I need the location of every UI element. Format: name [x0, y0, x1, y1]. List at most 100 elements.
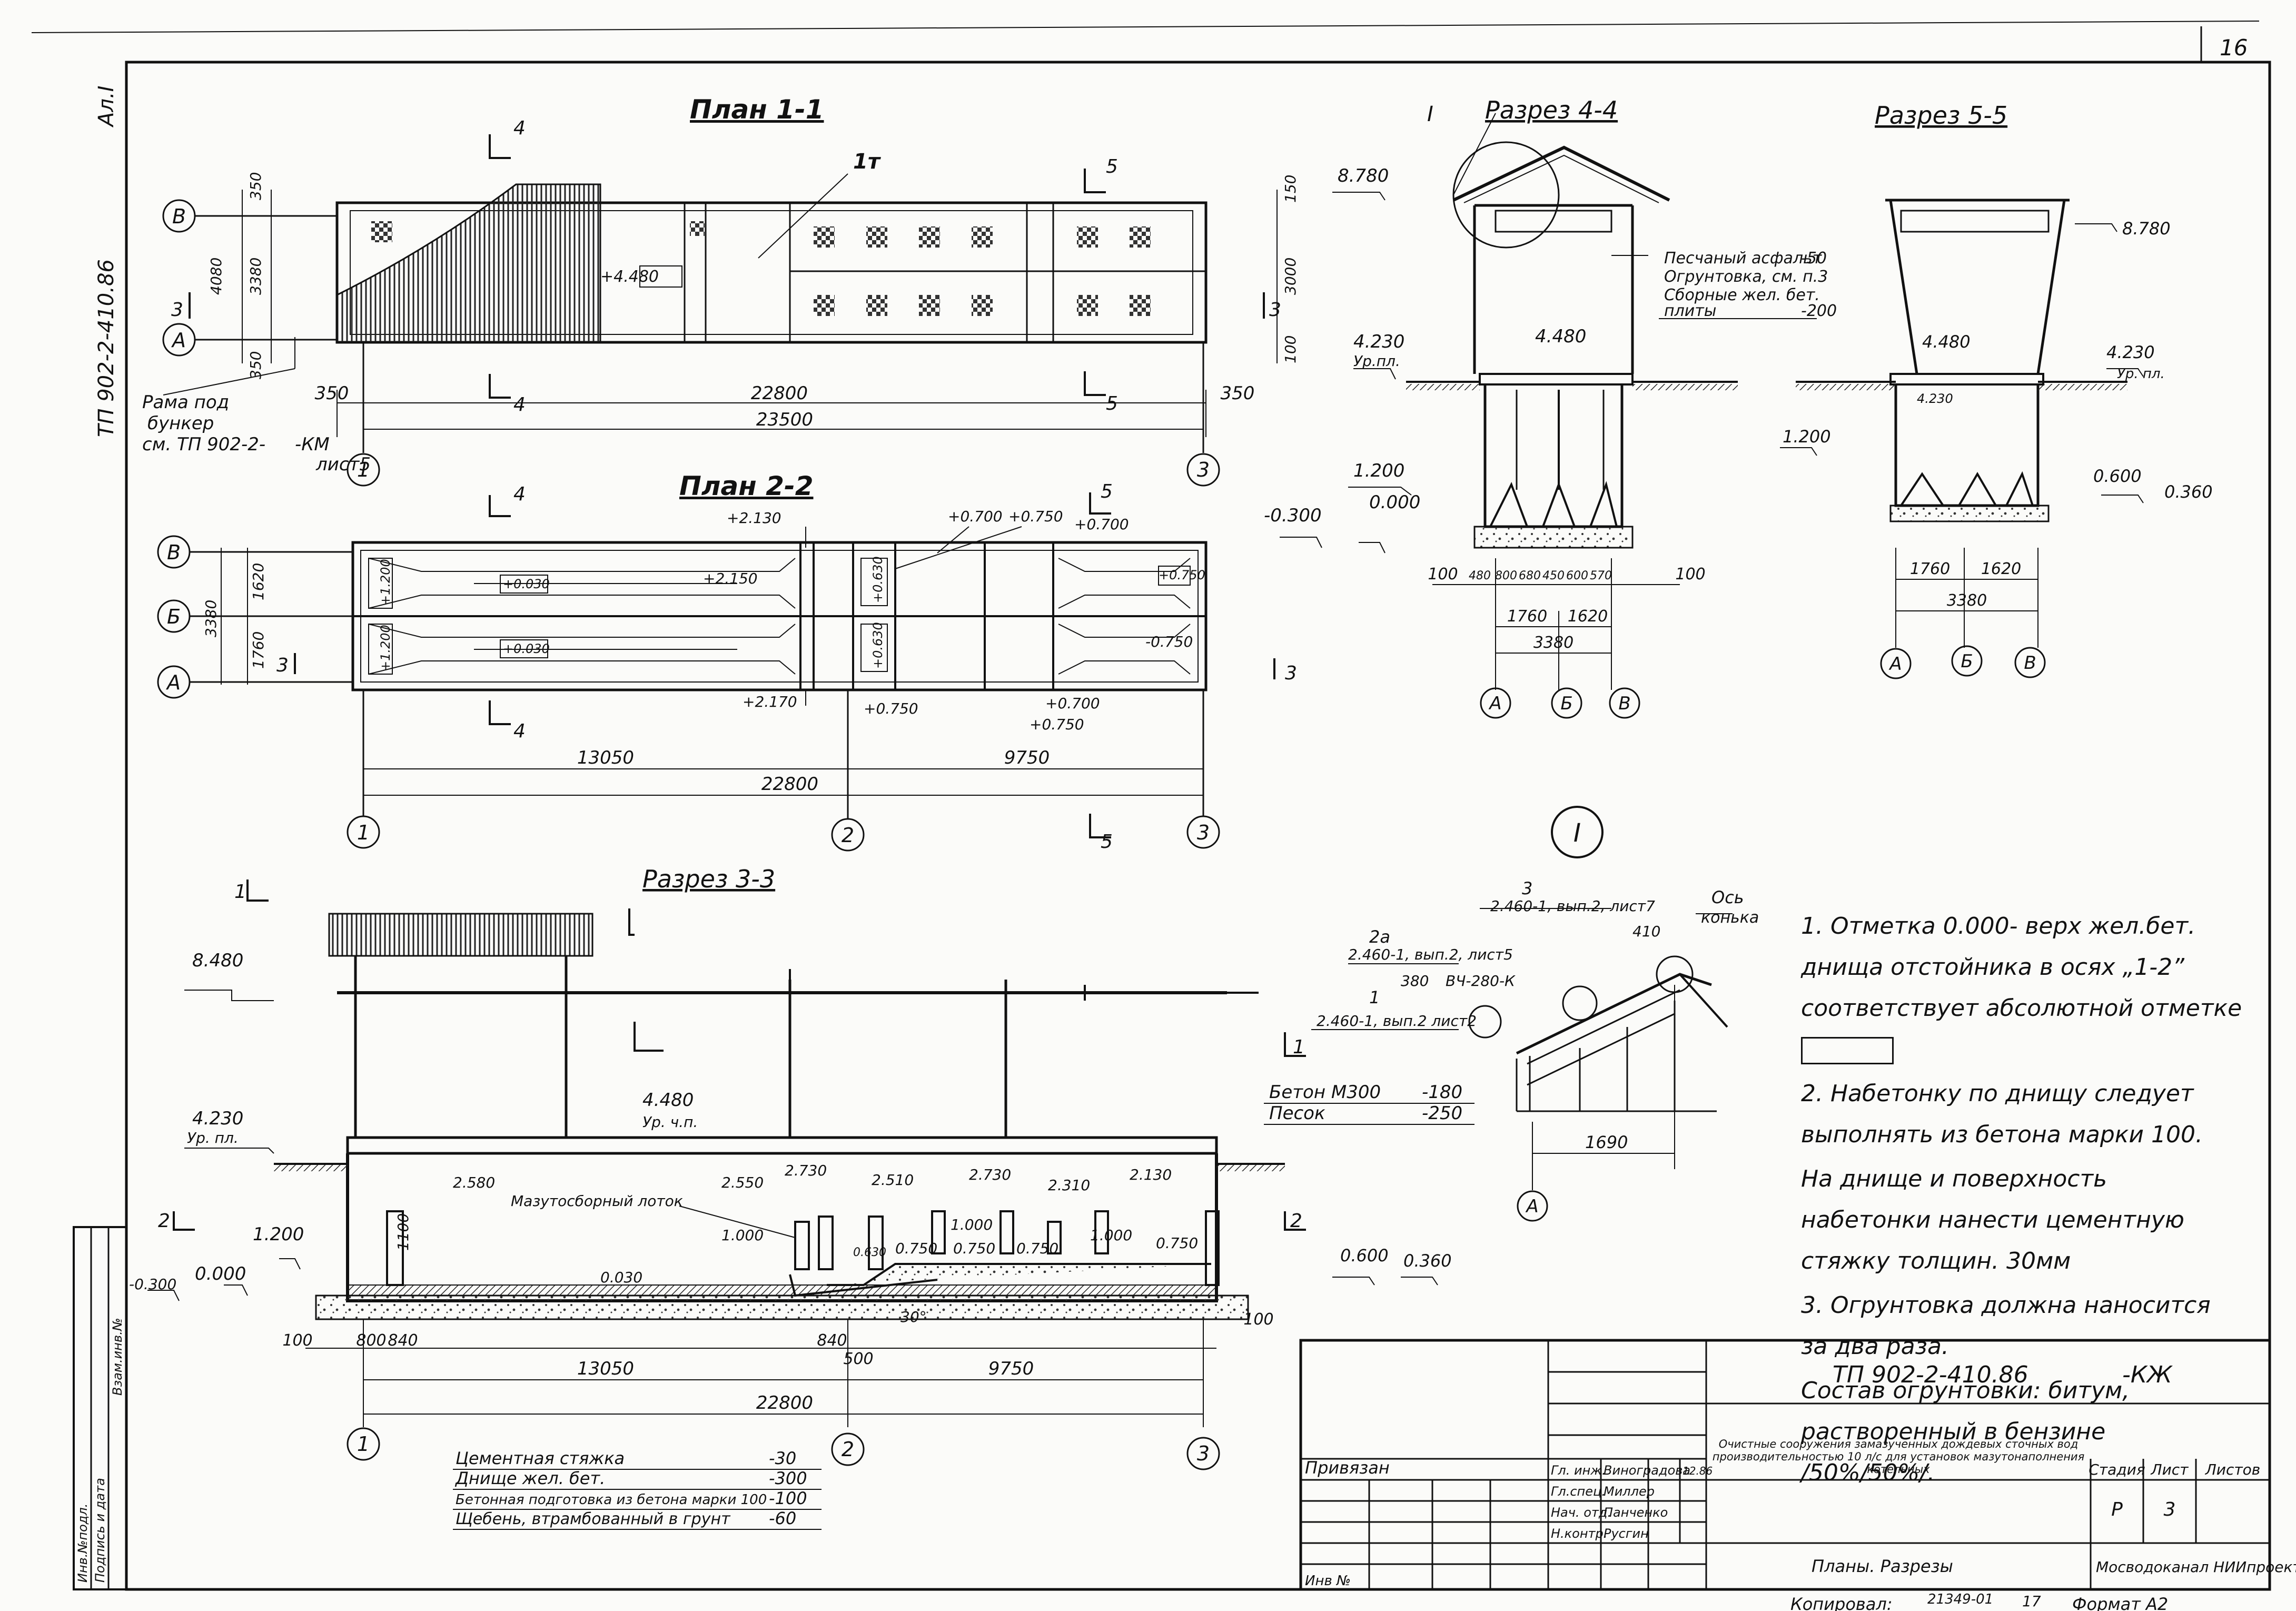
sec33-title: Разрез 3-3 — [642, 865, 775, 893]
svg-text:-50: -50 — [1801, 249, 1827, 268]
svg-text:350: 350 — [315, 383, 349, 404]
svg-text:2.460-1, вып.2, лист5: 2.460-1, вып.2, лист5 — [1348, 946, 1513, 963]
sheet-number: 16 — [2220, 35, 2248, 61]
svg-text:680: 680 — [1519, 569, 1541, 582]
title-description: Очистные сооружения замазученных дождевы… — [1712, 1438, 2085, 1476]
svg-text:Копировал:: Копировал: — [1790, 1594, 1893, 1611]
svg-text:-200: -200 — [1801, 302, 1837, 320]
note-3b: Состав огрунтовки: битум, растворенный в… — [1801, 1377, 2130, 1486]
svg-text:450: 450 — [1542, 569, 1565, 582]
svg-text:800: 800 — [1495, 569, 1517, 582]
svg-text:Подпись и дата: Подпись и дата — [93, 1478, 107, 1583]
svg-text:3: 3 — [2164, 1499, 2176, 1520]
svg-text:12.86: 12.86 — [1683, 1465, 1713, 1477]
svg-text:0.630: 0.630 — [853, 1246, 886, 1259]
svg-text:Миллер: Миллер — [1604, 1484, 1655, 1499]
svg-text:2: 2 — [158, 1210, 170, 1232]
svg-text:3380: 3380 — [1533, 634, 1573, 652]
svg-text:2а: 2а — [1369, 927, 1390, 947]
svg-text:840: 840 — [388, 1331, 418, 1350]
plan1-tag: 1т — [853, 150, 882, 174]
section-5-5: Разрез 5-5 8.780 4.230 Ур. пл. 4.480 4.2… — [1780, 101, 2213, 679]
svg-text:+0.750: +0.750 — [1159, 568, 1205, 582]
svg-text:21349-01: 21349-01 — [1927, 1592, 1993, 1607]
svg-text:В: В — [172, 205, 186, 228]
svg-text:Огрунтовка, см. п.3: Огрунтовка, см. п.3 — [1664, 268, 1828, 286]
svg-text:Инв.№подл.: Инв.№подл. — [75, 1504, 90, 1583]
svg-text:1620: 1620 — [1568, 607, 1608, 626]
plan2-title: План 2-2 — [679, 471, 814, 501]
floor-layer-name: Днище жел. бет. — [454, 1468, 605, 1488]
note-2: 2. Набетонку по днищу следует выполнять … — [1801, 1080, 2203, 1148]
svg-text:+2.130: +2.130 — [727, 509, 781, 527]
svg-text:Мазутосборный лоток: Мазутосборный лоток — [511, 1192, 683, 1210]
svg-text:+0.030: +0.030 — [503, 641, 550, 656]
svg-text:4.230: 4.230 — [1917, 391, 1953, 406]
svg-text:0.360: 0.360 — [2164, 482, 2213, 502]
svg-text:3: 3 — [1197, 458, 1210, 481]
svg-text:1: 1 — [234, 881, 246, 903]
svg-text:600: 600 — [1566, 569, 1588, 582]
svg-text:1620: 1620 — [250, 563, 267, 600]
svg-text:0.600: 0.600 — [1340, 1246, 1389, 1266]
svg-text:3000: 3000 — [1282, 258, 1299, 295]
svg-text:0.360: 0.360 — [1403, 1251, 1452, 1271]
svg-text:500: 500 — [843, 1350, 873, 1368]
sec44-title: Разрез 4-4 — [1485, 96, 1618, 124]
svg-text:Панченко: Панченко — [1604, 1505, 1668, 1520]
svg-text:конька: конька — [1701, 908, 1759, 927]
svg-text:+0.630: +0.630 — [870, 556, 885, 603]
svg-text:3: 3 — [276, 655, 289, 676]
svg-text:1: 1 — [357, 1432, 370, 1456]
svg-text:+0.700: +0.700 — [1045, 695, 1100, 712]
svg-text:4: 4 — [513, 394, 526, 416]
general-notes: 1. Отметка 0.000- верх жел.бет. днища от… — [1801, 906, 2243, 1497]
svg-text:-250: -250 — [1422, 1103, 1462, 1124]
svg-text:2.510: 2.510 — [872, 1171, 914, 1189]
svg-text:1.000: 1.000 — [951, 1216, 993, 1233]
svg-text:4.230: 4.230 — [1353, 331, 1404, 352]
svg-text:1.000: 1.000 — [721, 1227, 764, 1244]
margin-stamps: Инв.№подл. Подпись и дата Взам.инв.№ — [75, 1318, 125, 1583]
svg-text:150: 150 — [1282, 175, 1299, 203]
svg-text:лист5: лист5 — [315, 454, 371, 475]
copy-line: Копировал: 21349-01 17 Формат А2 — [1790, 1592, 2168, 1611]
svg-text:А: А — [1888, 654, 1902, 675]
svg-text:1: 1 — [1369, 987, 1380, 1007]
svg-text:-0.300: -0.300 — [1264, 505, 1322, 526]
svg-text:Б: Б — [167, 605, 181, 628]
plan1-level: +4.480 — [600, 268, 659, 286]
svg-text:1760: 1760 — [1507, 607, 1547, 626]
svg-text:Взам.инв.№: Взам.инв.№ — [110, 1318, 125, 1396]
node-ref: I — [1427, 102, 1433, 126]
svg-text:1.200: 1.200 — [1783, 427, 1831, 447]
svg-text:+0.700: +0.700 — [1074, 516, 1129, 533]
svg-text:Русгин: Русгин — [1604, 1526, 1649, 1541]
svg-text:0.750: 0.750 — [953, 1240, 995, 1257]
svg-text:Формат А2: Формат А2 — [2072, 1594, 2168, 1611]
title-block: ТП 902-2-410.86 -КЖ Привязан Инв № Гл. и… — [1299, 1339, 2296, 1591]
svg-text:2: 2 — [842, 1438, 854, 1461]
svg-text:Н.контр.: Н.контр. — [1551, 1526, 1607, 1541]
svg-text:3: 3 — [171, 299, 183, 321]
svg-text:13050: 13050 — [577, 1358, 634, 1379]
svg-text:0.030: 0.030 — [600, 1269, 642, 1286]
svg-text:5: 5 — [1106, 156, 1118, 177]
svg-text:Сборные жел. бет.: Сборные жел. бет. — [1664, 286, 1820, 304]
svg-text:Листов: Листов — [2205, 1461, 2261, 1478]
svg-text:4: 4 — [513, 720, 526, 742]
svg-text:-300: -300 — [769, 1468, 807, 1488]
svg-text:А: А — [165, 671, 181, 694]
plan-2-2: План 2-2 +1.200 +1.200 +0.030 +0.030 +0.… — [157, 471, 1297, 853]
svg-text:-180: -180 — [1422, 1082, 1462, 1103]
svg-text:1.200: 1.200 — [253, 1224, 304, 1245]
svg-text:-30: -30 — [769, 1448, 796, 1468]
floor-layer-name: Щебень, втрамбованный в грунт — [456, 1510, 731, 1528]
svg-text:+1.200: +1.200 — [378, 625, 393, 671]
svg-text:1620: 1620 — [1981, 560, 2021, 578]
note-1: 1. Отметка 0.000- верх жел.бет. днища от… — [1801, 906, 2243, 1070]
svg-text:2.130: 2.130 — [1130, 1166, 1172, 1183]
svg-text:В: В — [167, 541, 181, 564]
